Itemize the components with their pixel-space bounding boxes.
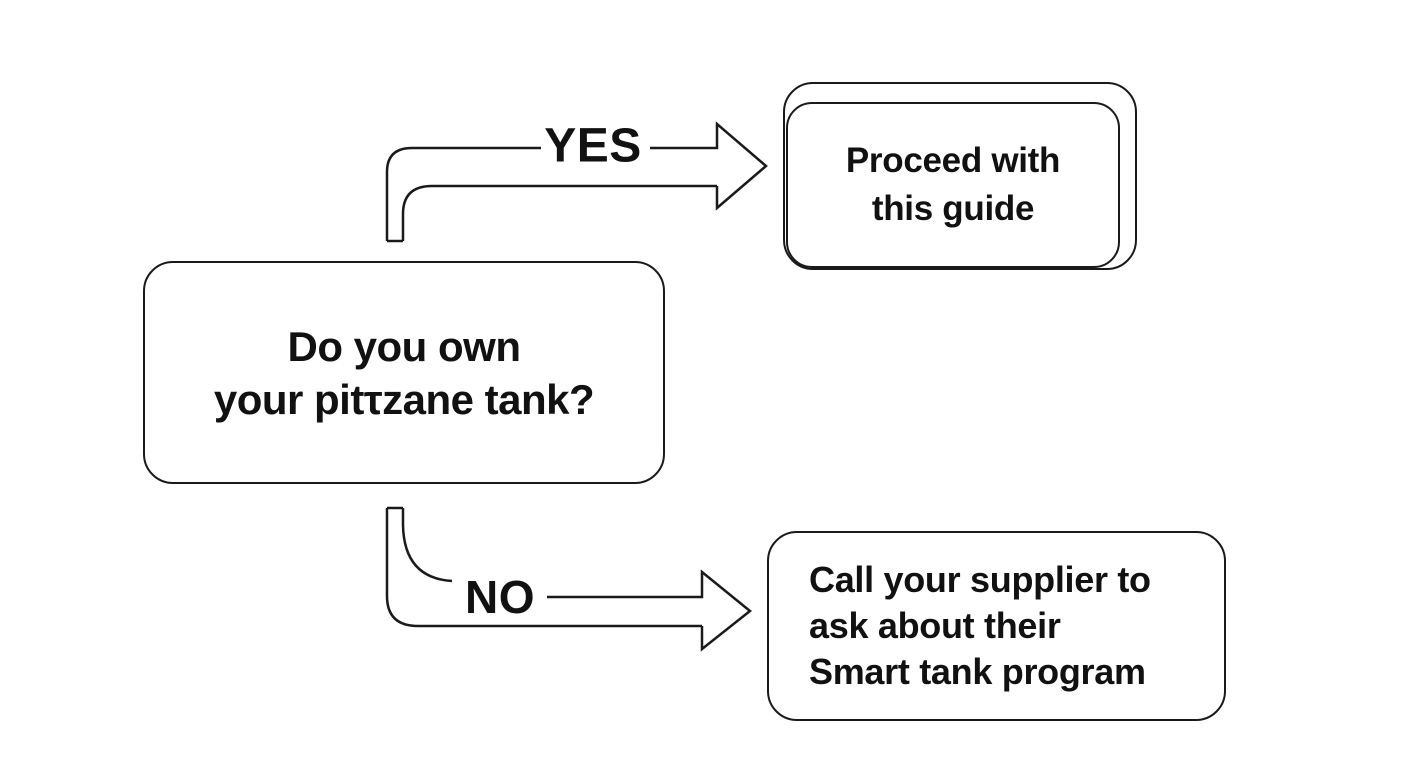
yes-arrow-outer-edge: [385, 146, 541, 241]
decision-text-line-1: Do you own: [287, 322, 521, 370]
decision-text-line-2: your pitτzane tank?: [213, 375, 595, 423]
yes-result-box: Proceed with this guide: [786, 102, 1120, 268]
yes-result-text-line-2: this guide: [871, 189, 1035, 228]
yes-arrow-inner-edge: [401, 184, 717, 241]
no-result-text-line-1: Call your supplier to: [809, 559, 1151, 600]
decision-box: Do you own your pitτzane tank?: [143, 261, 665, 484]
no-arrow-outer-edge: [385, 508, 702, 628]
no-result-text-line-2: ask about their: [809, 605, 1061, 646]
no-arrow-inner-edge: [401, 508, 453, 583]
no-label: NO: [465, 571, 535, 623]
no-result-box: Call your supplier to ask about their Sm…: [767, 531, 1226, 721]
no-arrow-head: [547, 569, 752, 652]
yes-result-text-line-1: Proceed with: [845, 141, 1061, 180]
yes-label: YES: [544, 119, 642, 173]
yes-arrow: [385, 121, 768, 243]
yes-arrow-head: [650, 121, 768, 211]
no-result-text-line-3: Smart tank program: [809, 651, 1146, 692]
no-arrow: [385, 506, 752, 652]
